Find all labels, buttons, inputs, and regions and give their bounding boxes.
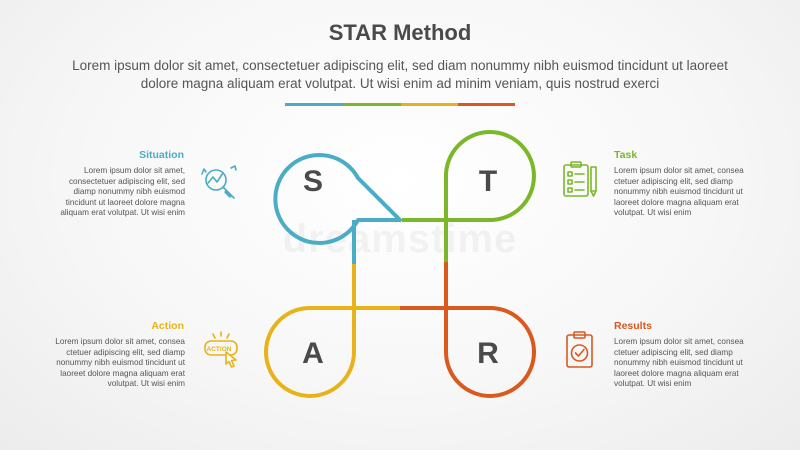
action-heading: Action [151, 320, 184, 332]
action-text: Lorem ipsum dolor sit amet, consea ctetu… [55, 337, 185, 389]
result-text: Lorem ipsum dolor sit amet, consea ctetu… [614, 337, 744, 389]
task-letter: T [479, 165, 497, 198]
task-heading: Task [614, 149, 638, 161]
result-heading: Results [614, 320, 652, 332]
action-shape [264, 264, 400, 398]
result-letter: R [477, 337, 499, 370]
page-subtitle: Lorem ipsum dolor sit amet, consectetuer… [72, 58, 728, 91]
title-divider-task [343, 103, 401, 106]
checklist-icon [563, 161, 597, 197]
title-divider-result [458, 103, 515, 106]
action-letter: A [302, 337, 324, 370]
clipboard-check-icon [566, 331, 593, 368]
situation-text: Lorem ipsum dolor sit amet, consectetuer… [60, 166, 185, 218]
watermark: dreamstime [0, 217, 800, 262]
situation-letter: S [303, 165, 323, 198]
task-shape [402, 130, 536, 262]
title-divider-situation [285, 103, 343, 106]
search-chart-icon [201, 165, 237, 199]
task-text: Lorem ipsum dolor sit amet, consea ctetu… [614, 166, 744, 218]
action-button-icon: ACTION [204, 331, 238, 368]
result-shape [400, 305, 536, 398]
page-title: STAR Method [328, 20, 472, 45]
situation-heading: Situation [139, 149, 184, 161]
action-icon-label: ACTION [207, 346, 232, 353]
title-divider-action [401, 103, 458, 106]
situation-shape [273, 153, 402, 245]
